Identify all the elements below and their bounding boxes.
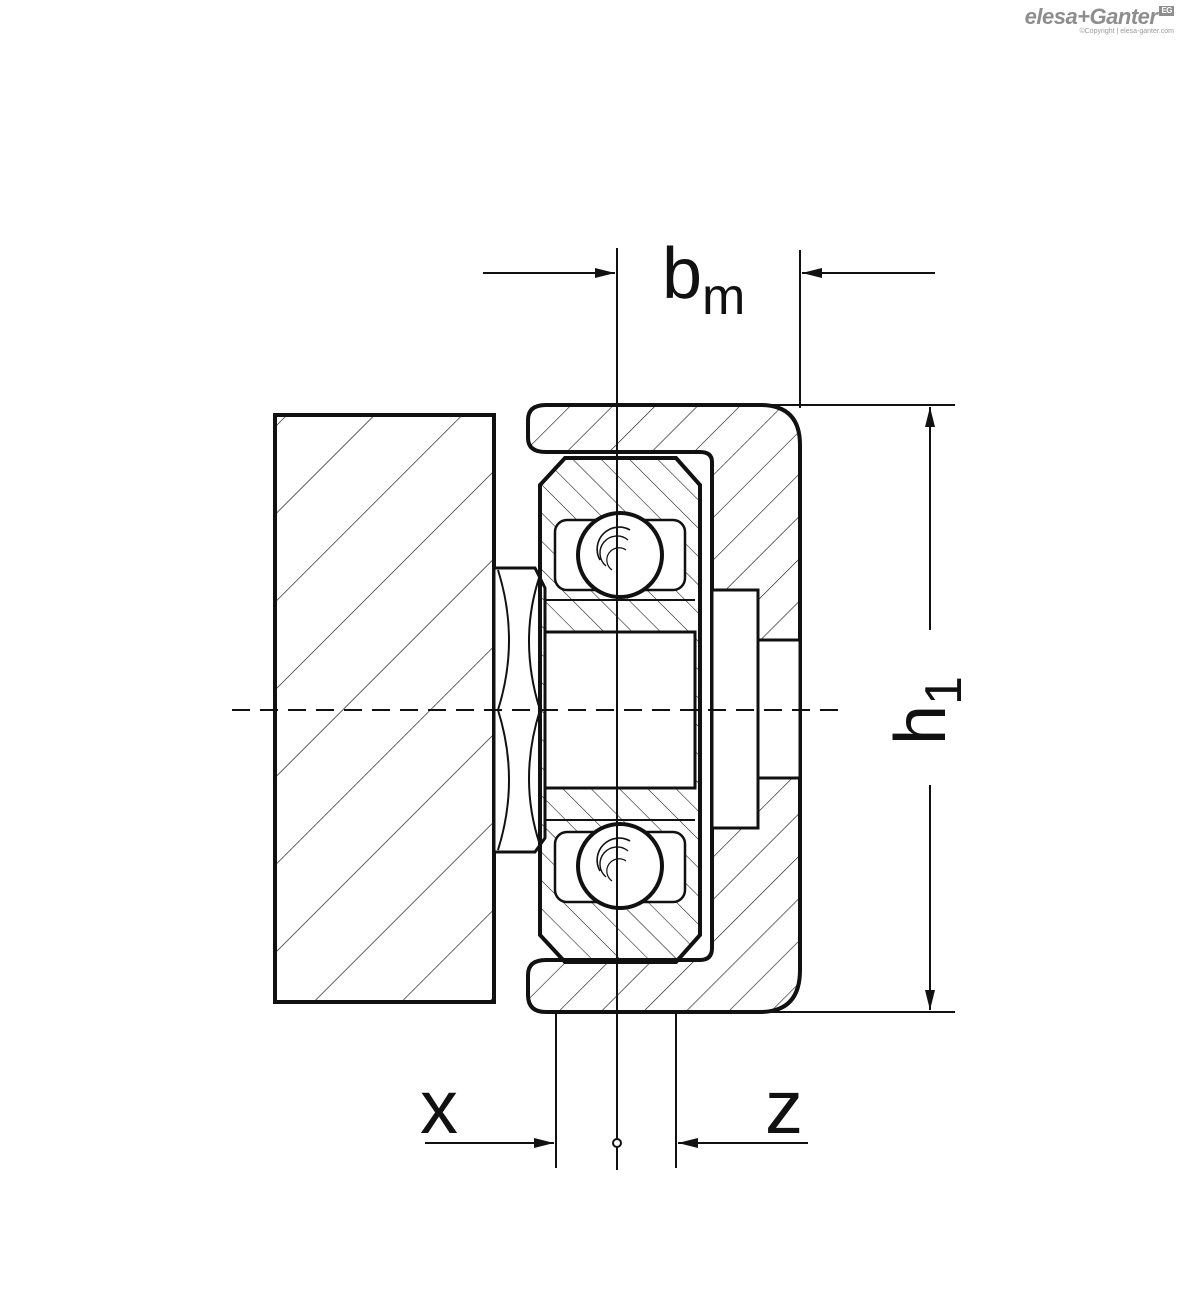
ball-top	[576, 511, 664, 599]
h1-label-sub: 1	[915, 676, 973, 705]
logo-brand-text: elesa+Ganter	[1024, 4, 1158, 29]
roller-housing	[526, 403, 802, 1014]
h1-label: h1	[881, 676, 973, 745]
bm-label-main: b	[662, 234, 702, 314]
ball-bottom	[576, 822, 664, 910]
base-block	[273, 413, 496, 1004]
h1-label-main: h	[881, 705, 961, 745]
logo-badge: EG	[1159, 6, 1174, 16]
x-label: x	[420, 1065, 458, 1150]
bm-label: bm	[662, 234, 745, 326]
axis-point	[612, 1138, 622, 1148]
bm-label-sub: m	[702, 268, 745, 326]
z-label: z	[765, 1065, 803, 1150]
logo-copyright: ©Copyright | elesa-ganter.com	[1079, 28, 1174, 35]
